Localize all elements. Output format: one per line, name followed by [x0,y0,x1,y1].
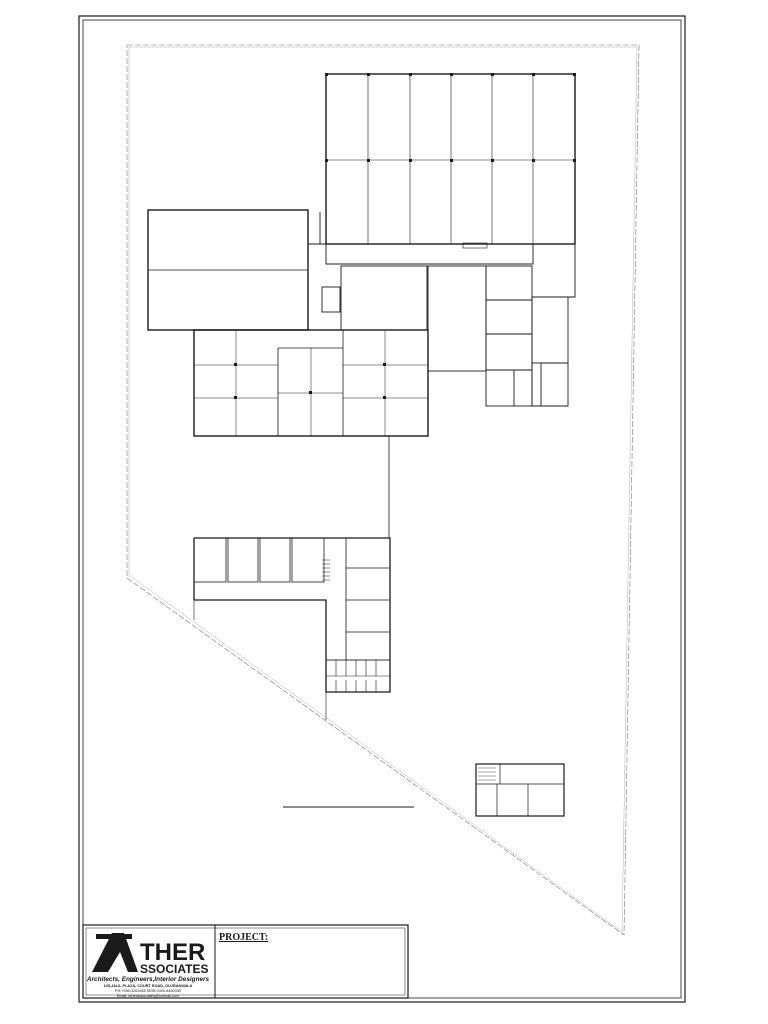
firm-email: Email: atherassociates@hotmail.com [117,994,180,998]
site-boundary-inner [128,46,638,933]
central-corridor-rooms [308,212,576,407]
column-markers-lower [234,363,386,399]
logo-wordmark-bottom: SSOCIATES [140,962,208,976]
title-block [82,924,409,999]
logo-tagline: Architects, Engineers,Interior Designers [86,976,210,983]
firm-logo-mark [92,933,138,972]
firm-phone: PH:+055-3263565 MOB:0300-8480330 [115,989,181,993]
stair [322,559,330,581]
left-hall-block [147,209,309,331]
main-hall-block [325,73,576,249]
firm-address: 105,JALIL PLAZA, COURT ROAD, GUJRANWALA [104,984,193,988]
inner-border [82,19,682,999]
logo-wordmark-top: THER [140,939,205,966]
project-label: PROJECT: [219,932,268,943]
guard-house [475,763,565,817]
lower-wing-block [193,329,429,437]
l-shaped-block [193,537,391,720]
toilet-stalls [335,660,377,692]
outer-border [78,15,686,1003]
site-boundary [126,44,640,936]
column-markers [325,73,576,162]
